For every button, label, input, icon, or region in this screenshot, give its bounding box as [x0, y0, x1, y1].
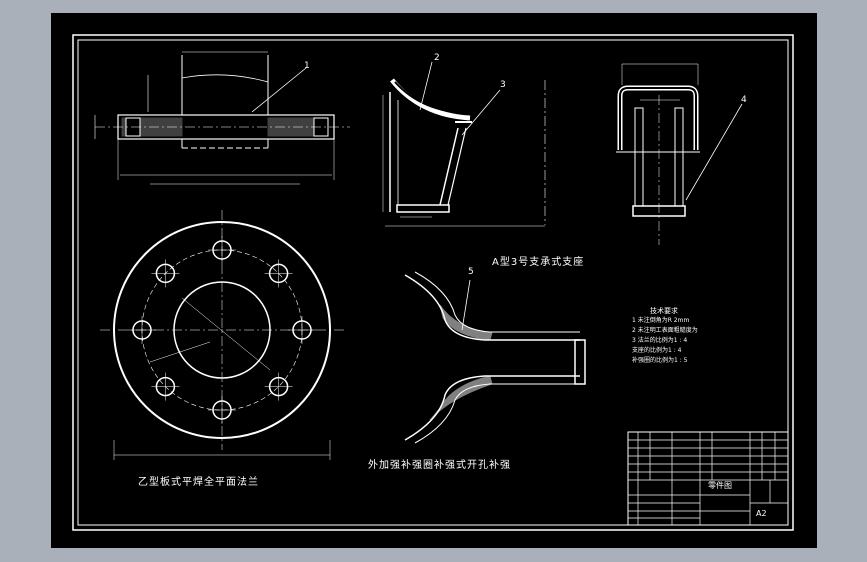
part-number-1: 1	[304, 61, 310, 71]
reinforcement-view-title: 外加强补强圈补强式开孔补强	[368, 460, 511, 471]
support-side-view	[616, 63, 743, 245]
flange-top-view	[100, 210, 344, 460]
drawing-name: 零件图	[708, 481, 732, 490]
sheet-background	[51, 13, 817, 548]
tech-req-item: 补强圈的比例为1 : 5	[632, 357, 688, 364]
support-view-title: A型3号支承式支座	[492, 257, 585, 268]
part-number-4: 4	[741, 95, 747, 105]
outer-border	[72, 34, 794, 531]
tech-req-item: 3 法兰的比例为1 : 4	[632, 337, 688, 344]
technical-requirements: 技术要求 1 未注倒角为R 2mm 2 未注明工表面粗糙度为 3 法兰的比例为1…	[632, 308, 698, 364]
title-block	[627, 431, 789, 526]
tech-req-item: 支座的比例为1 : 4	[632, 347, 682, 354]
part-number-5: 5	[468, 267, 474, 277]
reinforcement-view	[404, 271, 586, 444]
flange-section-view	[94, 51, 350, 185]
tech-req-item: 1 未注倒角为R 2mm	[632, 317, 690, 324]
tech-req-heading: 技术要求	[650, 307, 678, 315]
support-view	[382, 61, 546, 227]
tech-req-item: 2 未注明工表面粗糙度为	[632, 327, 698, 334]
inner-border	[77, 39, 789, 526]
part-number-3: 3	[500, 80, 506, 90]
part-number-2: 2	[434, 53, 440, 63]
sheet-size: A2	[756, 509, 767, 518]
flange-view-title: 乙型板式平焊全平面法兰	[138, 477, 259, 488]
